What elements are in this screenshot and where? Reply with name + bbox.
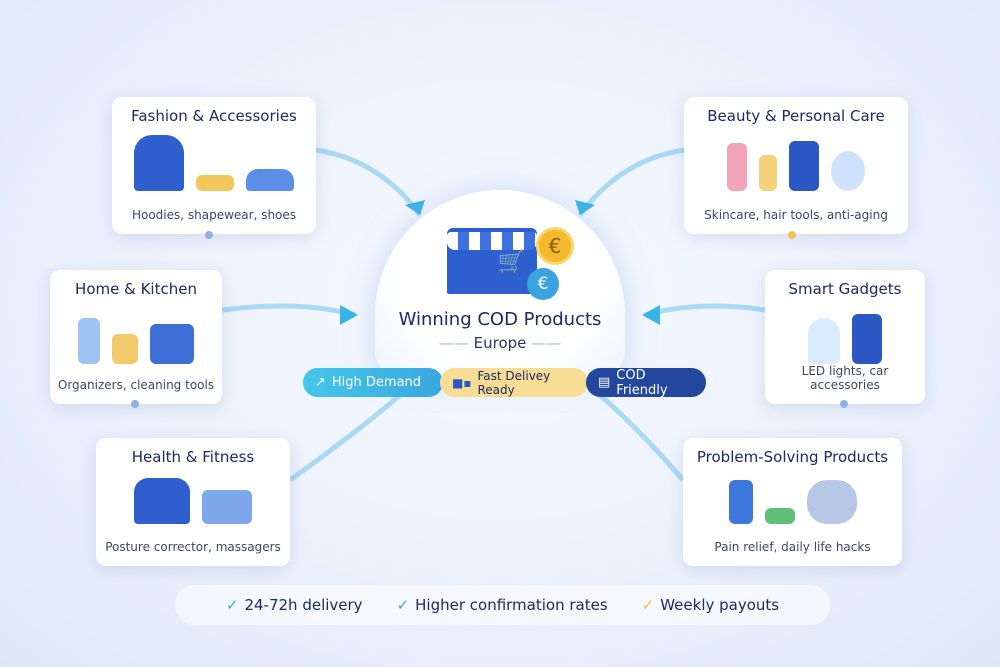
badge-cod-friendly: ▤ COD Friendly	[586, 367, 706, 398]
category-title: Beauty & Personal Care	[707, 107, 885, 125]
bulb-phone-holder-illustration	[765, 306, 925, 364]
benefit-label: Weekly payouts	[660, 596, 780, 614]
badge-label: High Demand	[331, 375, 422, 390]
category-card-beauty: Beauty & Personal Care Skincare, hair to…	[684, 97, 908, 234]
check-icon: ✓	[396, 596, 410, 614]
category-card-problem-solving: Problem-Solving Products Pain relief, da…	[683, 438, 902, 566]
category-desc: Pain relief, daily life hacks	[714, 540, 871, 554]
category-card-fashion: Fashion & Accessories Hoodies, shapewear…	[112, 97, 316, 234]
center-subtitle-text: Europe	[473, 334, 527, 352]
category-card-home: Home & Kitchen Organizers, cleaning tool…	[50, 270, 222, 404]
center-title: Winning COD Products	[398, 309, 602, 330]
category-desc: Posture corrector, massagers	[105, 540, 281, 554]
benefit-item: ✓ 24-72h delivery	[226, 596, 363, 614]
cart-icon: 🛒	[497, 250, 525, 275]
benefit-label: 24-72h delivery	[244, 596, 363, 614]
storefront-icon: 🛒	[447, 228, 537, 294]
badge-high-demand: ↗ High Demand	[303, 368, 443, 397]
category-title: Home & Kitchen	[75, 280, 197, 298]
category-title: Smart Gadgets	[788, 280, 902, 298]
tools-illustration	[683, 474, 902, 524]
category-card-gadgets: Smart Gadgets LED lights, car accessorie…	[765, 270, 925, 404]
category-desc: Organizers, cleaning tools	[57, 378, 215, 392]
badge-label: COD Friendly	[616, 367, 668, 398]
euro-coin-icon: €	[536, 227, 574, 265]
category-desc: Skincare, hair tools, anti-aging	[704, 208, 888, 222]
euro-coin-small-icon: €	[527, 268, 559, 300]
benefit-item: ✓ Higher confirmation rates	[397, 596, 608, 614]
kitchen-illustration	[50, 306, 222, 364]
hoodie-shoe-illustration	[112, 133, 316, 191]
benefit-label: Higher confirmation rates	[415, 596, 608, 614]
benefit-item: ✓ Weekly payouts	[642, 596, 779, 614]
beauty-products-illustration	[684, 133, 908, 191]
truck-icon: ■▪	[452, 375, 472, 390]
category-title: Fashion & Accessories	[131, 107, 297, 125]
category-desc: Hoodies, shapewear, shoes	[131, 208, 297, 222]
category-title: Problem-Solving Products	[696, 448, 889, 466]
posture-massager-illustration	[96, 474, 290, 524]
trend-up-icon: ↗	[315, 375, 326, 390]
check-icon: ✓	[225, 596, 239, 614]
check-icon: ✓	[641, 596, 655, 614]
category-title: Health & Fitness	[131, 448, 255, 466]
category-card-health: Health & Fitness Posture corrector, mass…	[96, 438, 290, 566]
center-subtitle: —— Europe ——	[438, 334, 562, 352]
category-desc: LED lights, car accessories	[801, 364, 889, 392]
badge-fast-delivery: ■▪ Fast Delivey Ready	[440, 368, 588, 397]
cash-icon: ▤	[598, 375, 611, 390]
benefits-bar: ✓ 24-72h delivery ✓ Higher confirmation ra…	[175, 585, 830, 625]
badge-label: Fast Delivey Ready	[477, 368, 551, 397]
